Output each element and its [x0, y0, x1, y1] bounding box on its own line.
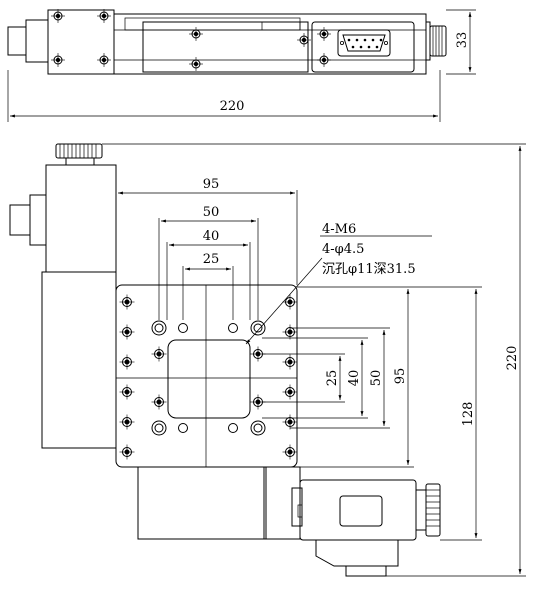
front-main-plate [115, 284, 298, 468]
top-connector-housing [311, 21, 415, 73]
dim-25-vertical: 25 [262, 353, 345, 403]
dim-95-horizontal: 95 [115, 177, 298, 285]
screw-hole [97, 53, 111, 67]
screw-hole [282, 324, 298, 340]
dim-95-label: 95 [203, 177, 220, 192]
dim-top-width: 220 [7, 70, 441, 122]
dim-50-horizontal: 50 [158, 205, 259, 320]
screw-hole [317, 27, 331, 41]
hole-callout: 4-M6 4-φ4.5 沉孔φ11深31.5 [245, 222, 432, 345]
dim-128-label: 128 [461, 402, 476, 427]
dim-40-vertical: 40 [262, 337, 368, 419]
top-view-holes [51, 9, 331, 71]
dim-95-vertical: 95 [297, 286, 414, 468]
front-lower-step [263, 466, 301, 540]
screw-hole [51, 9, 65, 23]
screw-hole [297, 33, 311, 47]
screw-hole [282, 294, 298, 310]
screw-hole [151, 346, 167, 362]
front-motor-body [45, 164, 117, 273]
dim-220-vertical: 220 [102, 143, 526, 577]
front-bottom-plug [345, 565, 387, 577]
dim-40-horizontal: 40 [166, 229, 251, 320]
dim-50-label: 50 [203, 205, 220, 220]
front-lower-body [137, 466, 267, 540]
dim-top-height: 33 [446, 9, 476, 75]
counterbore-hole [151, 320, 167, 336]
top-motor-shaft [7, 26, 27, 56]
screw-hole [119, 444, 135, 460]
top-main-body [113, 13, 427, 75]
counterbore-hole [151, 420, 167, 436]
dim-128-vertical: 128 [414, 286, 482, 541]
screw-hole [119, 324, 135, 340]
db9-pins [339, 38, 388, 49]
screw-hole [189, 57, 203, 71]
top-knob [429, 25, 447, 57]
screw-hole [282, 414, 298, 430]
screw-hole [97, 9, 111, 23]
front-right-knob [425, 483, 441, 537]
counterbore-hole [250, 420, 266, 436]
through-hole [178, 423, 188, 433]
db9-connector [337, 29, 391, 57]
dim-top-height-label: 33 [455, 32, 470, 49]
screw-hole [119, 384, 135, 400]
front-connector-housing [299, 479, 417, 541]
screw-hole [119, 354, 135, 370]
note-thread: 4-M6 [322, 222, 356, 237]
screw-hole [282, 354, 298, 370]
dim-50-vertical: 50 [290, 327, 390, 429]
counterbore-hole [250, 320, 266, 336]
screw-hole [282, 444, 298, 460]
note-hole: 4-φ4.5 [322, 242, 364, 257]
dim-25-label: 25 [203, 252, 220, 267]
screw-hole [189, 27, 203, 41]
through-hole [228, 323, 238, 333]
top-carriage [142, 21, 309, 73]
front-bottom-lead [315, 540, 399, 567]
screw-hole [151, 394, 167, 410]
front-left-rail [41, 271, 117, 449]
dim-220-label: 220 [505, 346, 520, 371]
screw-hole [119, 294, 135, 310]
dim-25-horizontal: 25 [182, 252, 234, 320]
note-counterbore: 沉孔φ11深31.5 [322, 262, 416, 277]
top-motor-body [25, 19, 49, 63]
dim-right-25-label: 25 [325, 370, 340, 387]
front-center-pocket [167, 339, 251, 419]
through-hole [178, 323, 188, 333]
screw-hole [317, 53, 331, 67]
dim-40-label: 40 [203, 229, 220, 244]
dim-top-width-label: 220 [220, 99, 245, 114]
dim-right-95-label: 95 [393, 368, 408, 385]
front-view [9, 143, 441, 577]
front-top-knob [55, 143, 103, 159]
front-view-holes [119, 294, 298, 460]
dim-right-50-label: 50 [369, 370, 384, 387]
screw-hole [51, 53, 65, 67]
screw-hole [119, 414, 135, 430]
front-motor-shaft [9, 204, 31, 236]
front-motor-flange [29, 194, 47, 246]
dim-right-40-label: 40 [347, 370, 362, 387]
screw-hole [282, 384, 298, 400]
through-hole [228, 423, 238, 433]
top-view [7, 9, 447, 75]
